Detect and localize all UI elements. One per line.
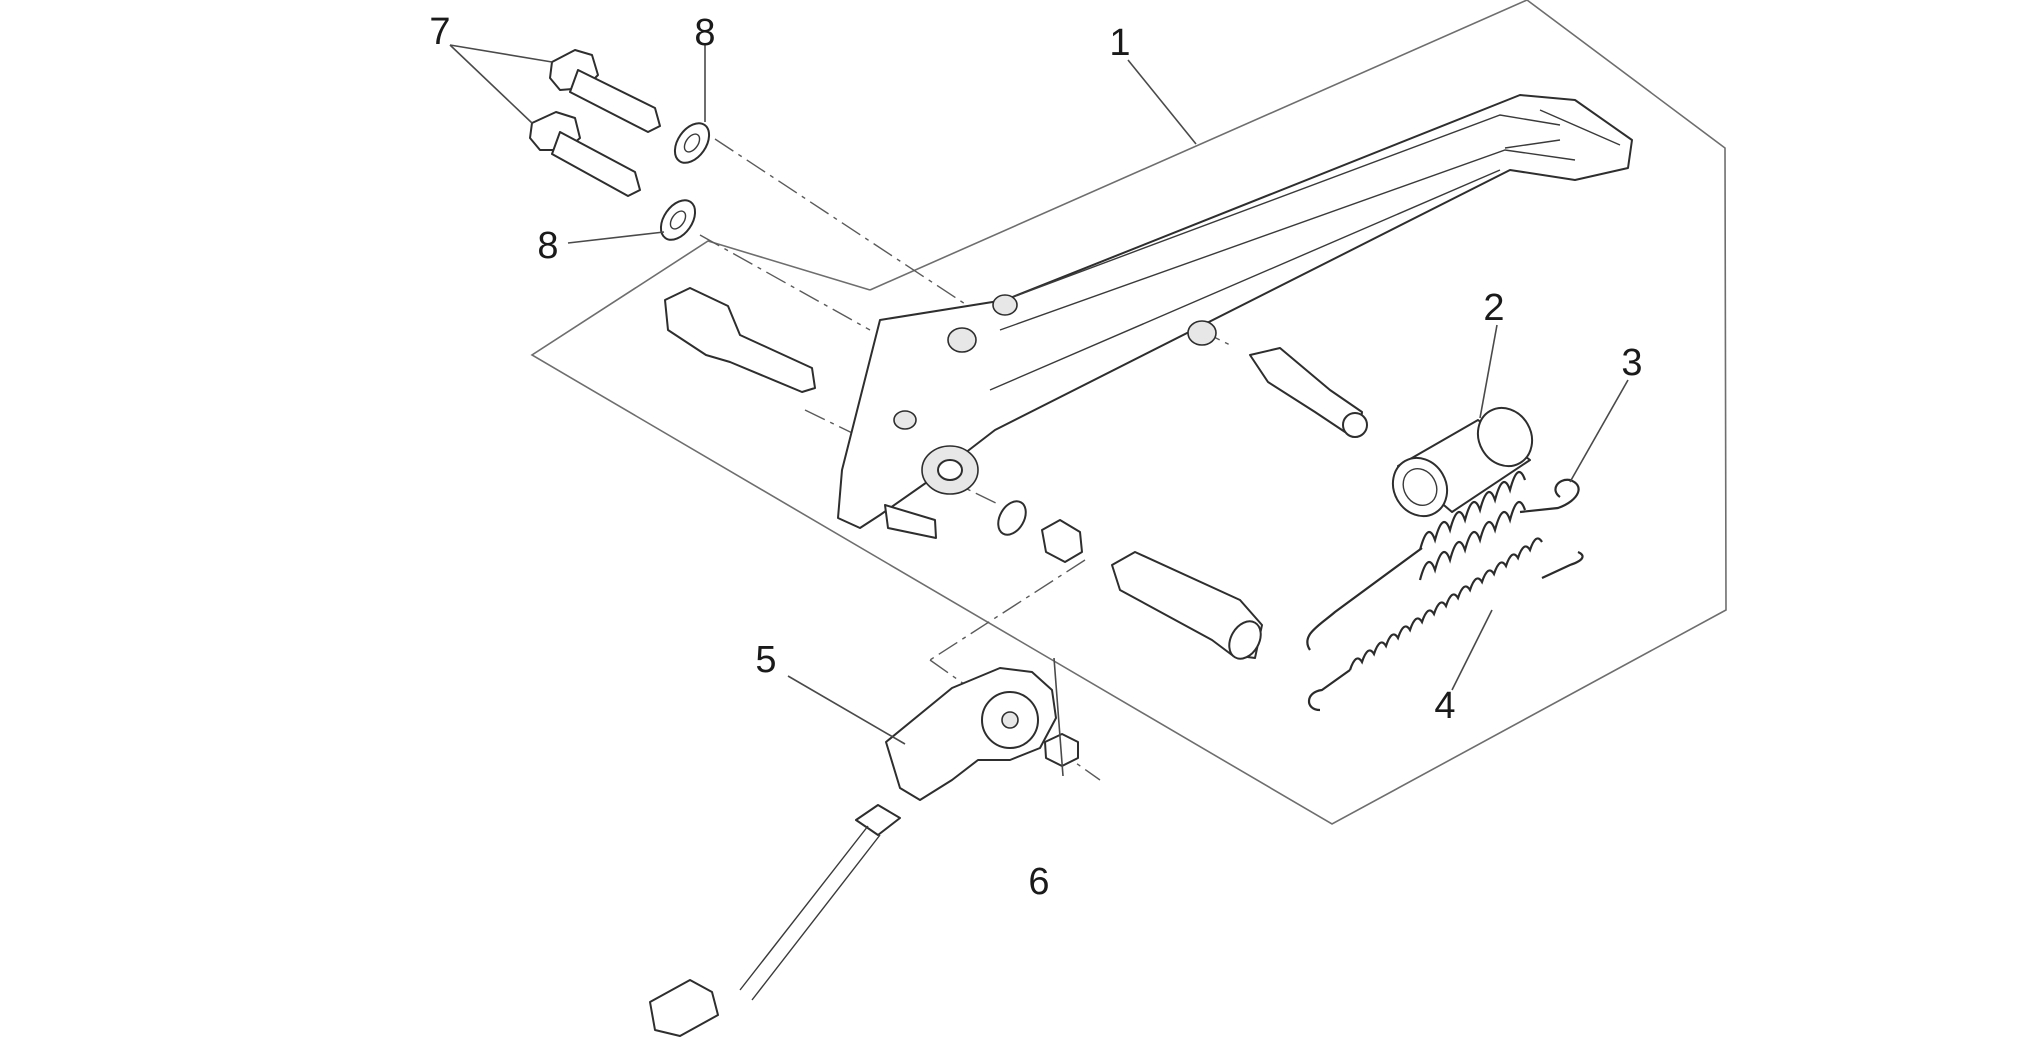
callout-2: 2 [1483,287,1504,329]
callout-labels: 1 2 3 4 5 6 7 8 8 [429,11,1642,903]
callout-8-top: 8 [694,12,715,54]
callout-8-left: 8 [537,225,558,267]
side-stand-part [837,94,1633,539]
small-washer [997,500,1027,536]
leader-lines [449,44,1629,777]
connector-plug [649,979,719,1037]
washer-part [659,122,711,241]
stand-pivot-hole [947,327,977,353]
callout-3: 3 [1621,342,1642,384]
pin-parts [664,287,1368,660]
bolt-part [529,49,661,197]
hex-nut [1041,519,1083,563]
spring-large-part [1306,470,1580,651]
stand-switch-part [649,667,1057,1037]
callout-1: 1 [1109,22,1130,64]
callout-6: 6 [1028,861,1049,903]
bushing-part [1391,406,1534,518]
callout-5: 5 [755,639,776,681]
callout-4: 4 [1434,685,1455,727]
kit-boundary-outline [530,0,1727,825]
spring-small-part [1307,537,1584,712]
callout-7: 7 [429,11,450,53]
